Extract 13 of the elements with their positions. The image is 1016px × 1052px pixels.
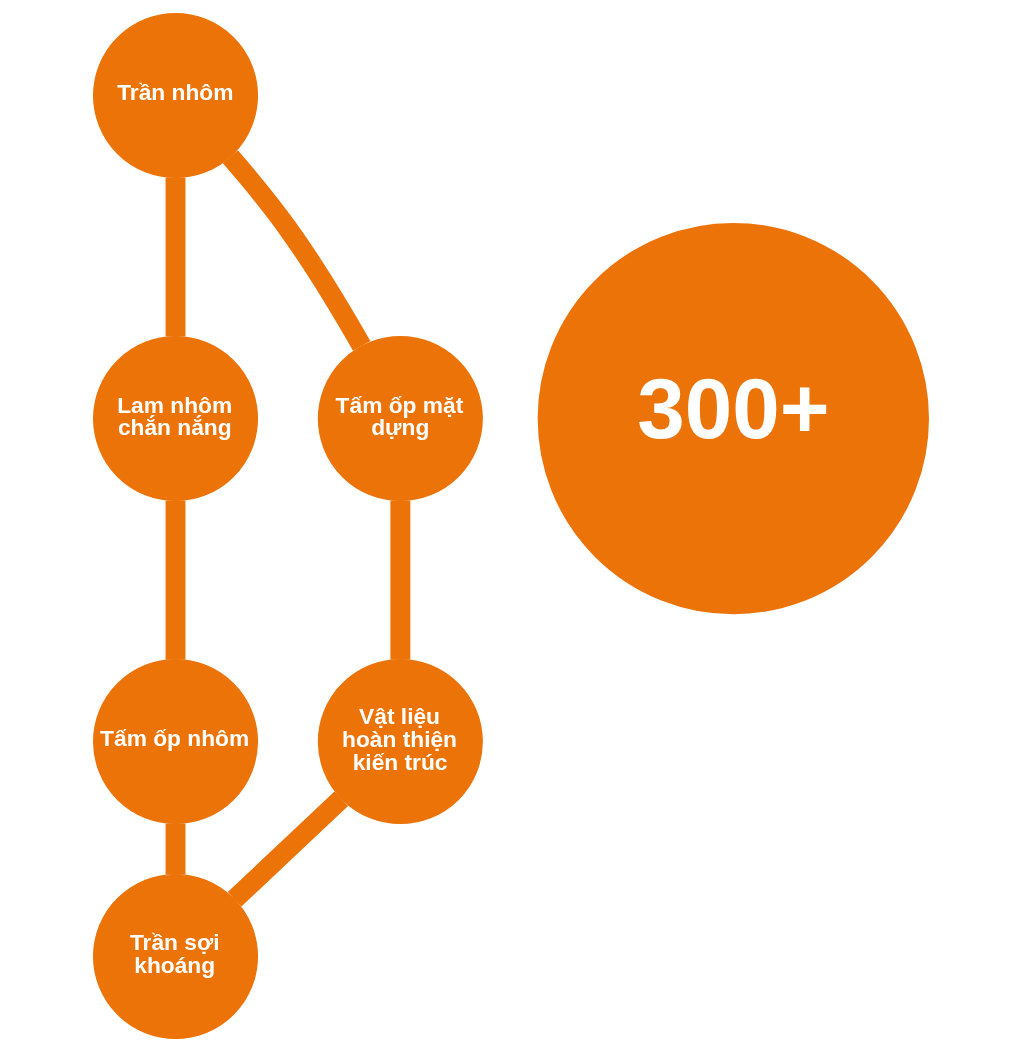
node-circle: Trần sợi khoáng xyxy=(92,873,258,1039)
connector xyxy=(165,823,185,875)
connector xyxy=(165,177,185,337)
connector xyxy=(222,150,370,351)
node-circle: Trần nhôm xyxy=(92,13,258,179)
connector xyxy=(227,791,348,907)
connector xyxy=(389,500,410,660)
node-circle: 300+ xyxy=(537,222,929,615)
node-circle: Tấm ốp nhôm xyxy=(92,659,258,825)
node-circle: Lam nhôm chắn nắng xyxy=(92,336,258,502)
connector xyxy=(165,500,185,660)
node-circle: Vật liệu hoàn thiện kiến trúc xyxy=(317,659,483,825)
node-circle: Tấm ốp mặt dựng xyxy=(317,336,483,502)
